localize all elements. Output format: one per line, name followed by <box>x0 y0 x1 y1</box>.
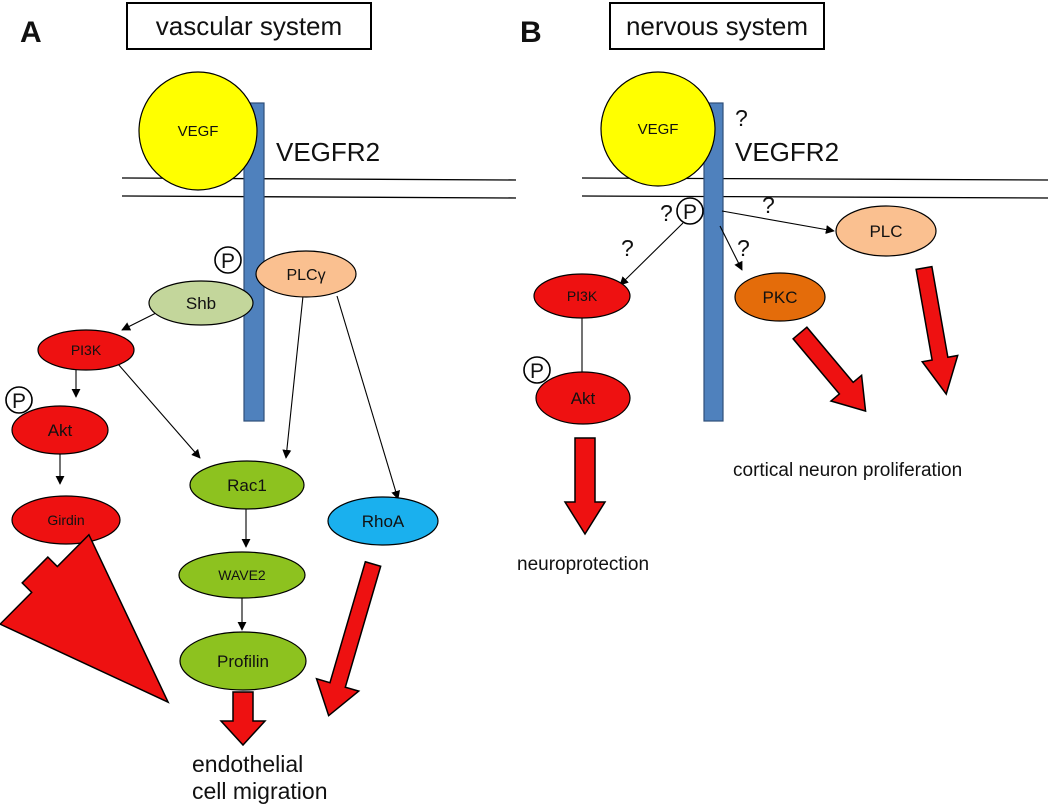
big-arrow-akt-to-neuroprotection <box>563 437 607 536</box>
phospho-receptor-a <box>214 246 242 274</box>
panel-b-title-box <box>609 2 825 50</box>
panel-b: B nervous system ? VEGFR2 VEGF ? P ? ? ?… <box>517 2 1049 575</box>
node-pi3k-b <box>533 273 631 319</box>
phospho-akt-b <box>523 356 551 384</box>
svg-text:PLCγ: PLCγ <box>286 267 325 284</box>
svg-text:Akt: Akt <box>48 421 73 440</box>
svg-text:PI3K: PI3K <box>567 288 598 304</box>
vegf-label-b: VEGF <box>638 121 679 138</box>
svg-text:Rac1: Rac1 <box>227 476 267 495</box>
svg-text:WAVE2: WAVE2 <box>218 567 266 583</box>
node-pi3k-a <box>37 329 135 371</box>
svg-text:P: P <box>221 250 235 273</box>
outcome-cortical-proliferation: cortical neuron proliferation <box>733 460 962 481</box>
big-arrow-pkc-to-proliferation <box>792 326 867 413</box>
big-arrow-rhoa-to-migration <box>315 560 382 717</box>
arrow-shb-pi3k <box>121 311 159 331</box>
svg-text:Shb: Shb <box>186 294 216 313</box>
big-arrow-girdin-to-migration <box>0 525 213 747</box>
question-pkc-b: ? <box>737 235 750 261</box>
arrow-pi3k-rac1 <box>117 363 201 459</box>
question-phospho-b: ? <box>660 200 673 226</box>
phospho-akt-a <box>5 386 33 414</box>
question-plc-b: ? <box>762 192 775 218</box>
vegfr2-label-a: VEGFR2 <box>276 137 380 167</box>
panel-a-letter: A <box>20 16 42 49</box>
panel-a: A vascular system VEGFR2 VEGF P PLCγ Shb… <box>0 2 517 804</box>
node-rhoa <box>327 496 439 546</box>
node-rac1 <box>189 460 305 510</box>
outcome-neuroprotection: neuroprotection <box>517 554 649 575</box>
panel-a-title-box <box>126 2 372 50</box>
vegf-ligand-b <box>600 71 716 187</box>
big-arrow-profilin-to-migration <box>219 691 267 747</box>
node-akt-a <box>11 405 109 455</box>
membrane-inner-line-a <box>121 195 517 199</box>
svg-text:Profilin: Profilin <box>217 652 269 671</box>
svg-text:Girdin: Girdin <box>47 512 84 528</box>
svg-text:RhoA: RhoA <box>362 512 405 531</box>
node-girdin <box>11 495 121 545</box>
membrane-inner-line-b <box>581 195 1049 199</box>
panel-b-letter: B <box>520 16 542 49</box>
svg-text:P: P <box>683 201 697 224</box>
arrow-p-pkc <box>719 225 743 271</box>
phospho-receptor-b <box>676 197 704 225</box>
outcome-endothelial-line2: cell migration <box>192 778 328 804</box>
big-arrow-plc-to-proliferation <box>915 265 959 396</box>
panel-b-title: nervous system <box>626 11 808 41</box>
node-shb <box>148 280 254 326</box>
node-pkc <box>734 272 826 322</box>
arrow-plcg-rac1 <box>282 295 304 459</box>
svg-text:P: P <box>530 360 544 383</box>
svg-text:PKC: PKC <box>763 288 798 307</box>
node-wave2 <box>178 551 306 599</box>
arrow-p-plc <box>721 210 835 235</box>
svg-text:Akt: Akt <box>571 389 596 408</box>
panel-a-title: vascular system <box>156 11 342 41</box>
arrow-plcg-rhoa <box>336 295 400 500</box>
svg-text:PLC: PLC <box>869 222 902 241</box>
arrow-p-pi3k <box>619 222 684 286</box>
question-pi3k-b: ? <box>621 235 634 261</box>
svg-text:P: P <box>12 390 26 413</box>
outcome-endothelial-line1: endothelial <box>192 751 303 777</box>
vegf-label-a: VEGF <box>178 123 219 140</box>
vegfr2-label-b: VEGFR2 <box>735 137 839 167</box>
node-akt-b <box>535 371 631 425</box>
vegfr2-receptor-b <box>703 102 724 422</box>
vegf-ligand-a <box>138 71 258 191</box>
vegfr2-question-b: ? <box>735 105 748 131</box>
node-plcg <box>255 250 357 298</box>
node-profilin <box>179 631 307 691</box>
svg-text:PI3K: PI3K <box>71 342 102 358</box>
node-plc <box>835 205 937 257</box>
